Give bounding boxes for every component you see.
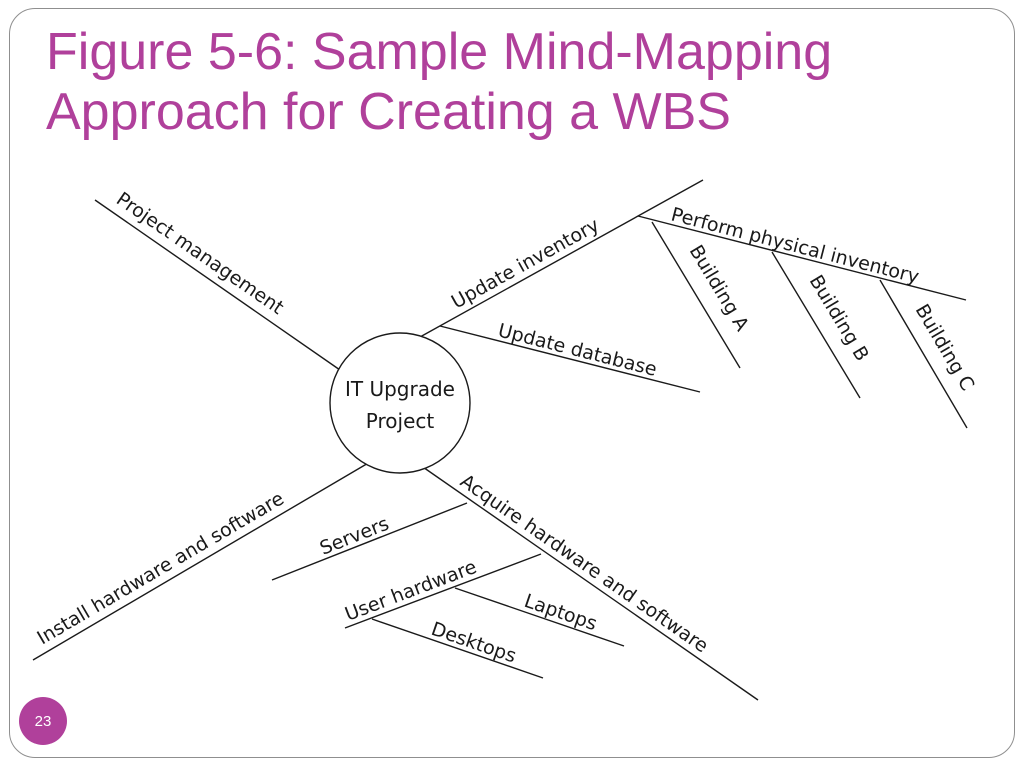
line-laptops	[454, 587, 625, 647]
line-building-c	[879, 279, 968, 429]
label-update-inventory: Update inventory	[448, 214, 603, 313]
line-install-hardware-software	[32, 461, 371, 661]
label-laptops: Laptops	[521, 590, 599, 635]
line-user-hardware	[344, 553, 542, 629]
label-project-management: Project management	[112, 188, 288, 319]
label-user-hardware: User hardware	[342, 556, 480, 626]
label-desktops: Desktops	[428, 618, 519, 668]
slide-frame	[9, 8, 1015, 758]
label-building-a: Building A	[685, 241, 753, 335]
line-acquire-hardware-software	[419, 464, 759, 701]
slide-title-line-2: Approach for Creating a WBS	[46, 83, 731, 141]
mind-map-lines	[32, 179, 968, 701]
label-building-b: Building B	[805, 271, 873, 365]
slide-title-line-1: Figure 5-6: Sample Mind-Mapping	[46, 23, 833, 81]
slide-title: Figure 5-6: Sample Mind-Mapping Approach…	[46, 22, 966, 142]
label-update-database: Update database	[496, 320, 659, 381]
label-building-c: Building C	[911, 300, 979, 394]
center-node-label-line-2: Project	[366, 409, 435, 433]
label-servers: Servers	[317, 513, 392, 560]
line-update-database	[439, 325, 701, 393]
line-perform-physical-inventory	[637, 215, 967, 301]
center-node-label-line-1: IT Upgrade	[345, 377, 455, 401]
line-update-inventory	[419, 179, 704, 338]
line-desktops	[371, 618, 544, 679]
page-number-badge: 23	[19, 697, 67, 745]
line-servers	[271, 502, 468, 581]
line-building-b	[771, 251, 861, 399]
label-install-hardware-software: Install hardware and software	[33, 488, 287, 650]
center-node	[329, 332, 471, 474]
line-building-a	[651, 221, 741, 369]
line-project-management	[94, 199, 341, 371]
